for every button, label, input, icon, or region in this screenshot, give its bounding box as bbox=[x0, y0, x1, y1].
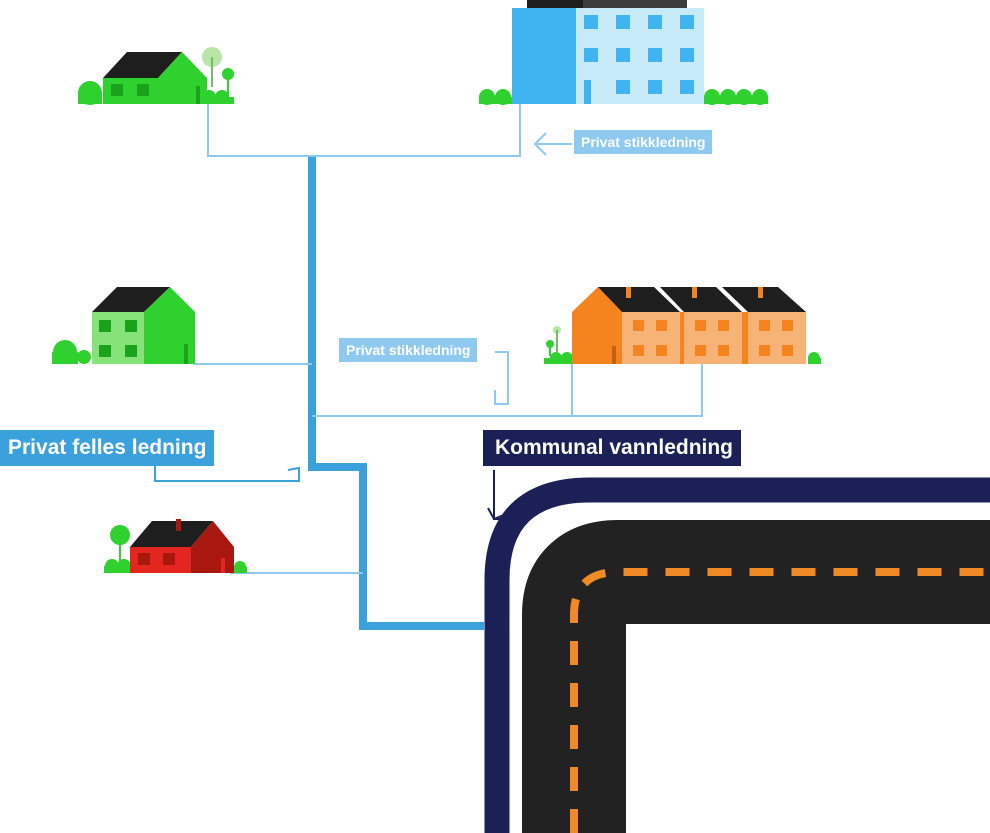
arrow-municipal-line bbox=[487, 470, 507, 521]
private-service-pipes bbox=[193, 100, 703, 574]
red-house bbox=[104, 519, 247, 573]
arrow-service-top bbox=[533, 132, 572, 156]
arrow-service-mid bbox=[494, 351, 509, 405]
green-house-mid bbox=[52, 287, 195, 364]
service-pipe-top bbox=[207, 100, 521, 157]
private-shared-pipe bbox=[308, 155, 484, 630]
service-pipe-rowhouses bbox=[312, 362, 703, 417]
road bbox=[522, 520, 990, 833]
label-private-service-top: Privat stikkledning bbox=[574, 130, 713, 154]
label-municipal-water-line: Kommunal vannledning bbox=[483, 430, 742, 466]
row-houses bbox=[544, 287, 821, 364]
arrow-shared-line bbox=[154, 465, 300, 482]
green-house-top bbox=[78, 47, 234, 105]
municipal-water-main bbox=[484, 477, 990, 833]
office-building bbox=[479, 0, 768, 105]
road-center-marking bbox=[570, 568, 990, 833]
label-private-shared-line: Privat felles ledning bbox=[0, 430, 215, 466]
label-private-service-mid: Privat stikkledning bbox=[339, 338, 478, 362]
